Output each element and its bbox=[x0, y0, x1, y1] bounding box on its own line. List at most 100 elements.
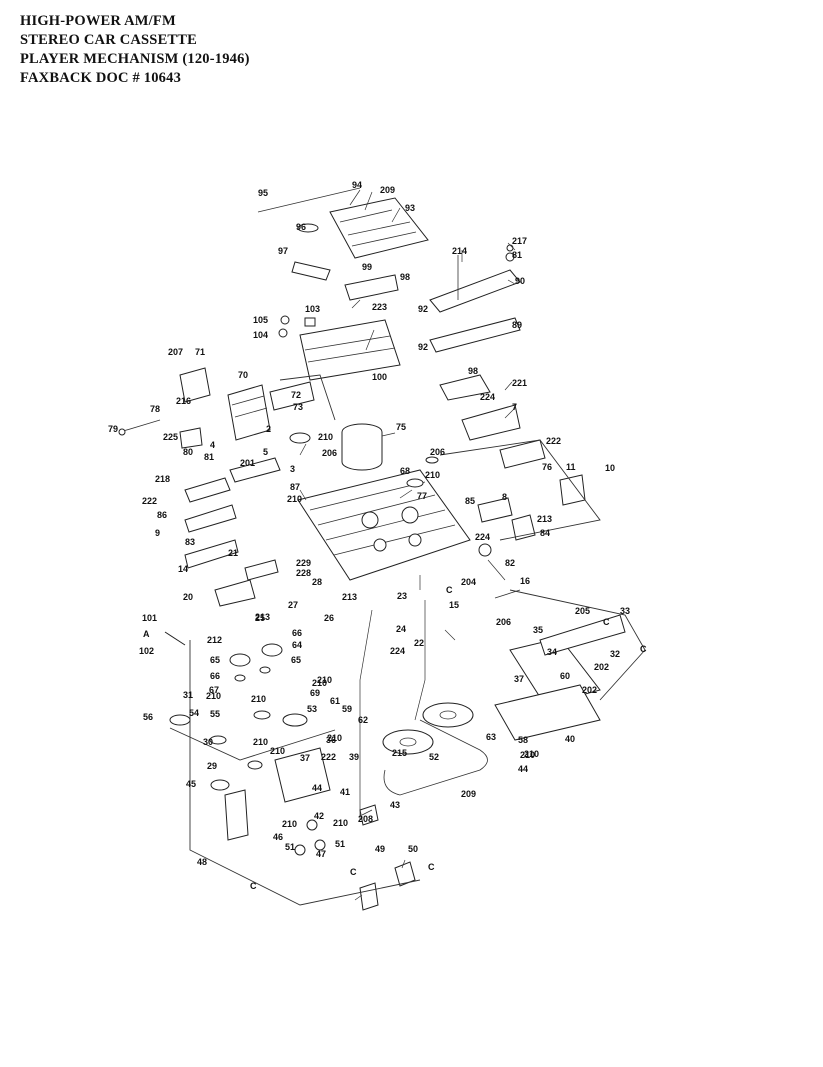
part-callout-64: 64 bbox=[292, 640, 302, 650]
part-53-gear bbox=[169, 714, 191, 726]
part-callout-27: 27 bbox=[288, 600, 298, 610]
upper-right-levers bbox=[429, 244, 521, 441]
part-callout-214: 214 bbox=[452, 246, 467, 256]
part-3-gear bbox=[406, 478, 424, 488]
part-callout-93: 93 bbox=[405, 203, 415, 213]
part-callout-44: 44 bbox=[312, 783, 322, 793]
part-100-detail bbox=[304, 335, 396, 363]
part-10-motor-clip bbox=[559, 474, 586, 506]
leader-long-vertical bbox=[359, 609, 373, 820]
part-59-gear bbox=[282, 713, 308, 727]
part-callout-224: 224 bbox=[480, 392, 495, 402]
part-callout-97: 97 bbox=[278, 246, 288, 256]
part-callout-4: 4 bbox=[210, 440, 215, 450]
leaders-top bbox=[349, 189, 401, 223]
title-block: HIGH-POWER AM/FM STEREO CAR CASSETTE PLA… bbox=[20, 12, 250, 88]
part-callout-8: 8 bbox=[502, 492, 507, 502]
part-callout-215: 215 bbox=[392, 748, 407, 758]
part-callout-31: 31 bbox=[183, 690, 193, 700]
part-callout-210: 210 bbox=[287, 494, 302, 504]
part-225-pin bbox=[118, 428, 126, 436]
part-14-roller bbox=[478, 543, 492, 557]
part-7-plate bbox=[461, 404, 521, 441]
part-callout-224: 224 bbox=[390, 646, 405, 656]
part-65-washer-right bbox=[259, 666, 271, 674]
part-83-lever bbox=[184, 504, 237, 533]
part-callout-C: C bbox=[446, 585, 453, 595]
part-210-gear-lower bbox=[247, 760, 263, 770]
part-callout-104: 104 bbox=[253, 330, 268, 340]
head-assembly bbox=[118, 367, 315, 449]
part-callout-49: 49 bbox=[375, 844, 385, 854]
part-27-bracket bbox=[214, 579, 256, 607]
part-callout-86: 86 bbox=[157, 510, 167, 520]
title-line-3: PLAYER MECHANISM (120-1946) bbox=[20, 51, 250, 67]
part-callout-95: 95 bbox=[258, 188, 268, 198]
part-95-wire bbox=[257, 187, 361, 213]
part-callout-73: 73 bbox=[293, 402, 303, 412]
part-70-detail bbox=[231, 395, 268, 418]
part-39-belt bbox=[383, 719, 488, 796]
part-callout-46: 46 bbox=[273, 832, 283, 842]
part-callout-92: 92 bbox=[418, 342, 428, 352]
part-callout-35: 35 bbox=[533, 625, 543, 635]
part-callout-210: 210 bbox=[253, 737, 268, 747]
part-98-bracket bbox=[439, 374, 491, 401]
part-100-plate bbox=[299, 319, 401, 381]
part-callout-100: 100 bbox=[372, 372, 387, 382]
part-callout-208: 208 bbox=[358, 814, 373, 824]
part-callout-92: 92 bbox=[418, 304, 428, 314]
part-callout-C: C bbox=[603, 617, 610, 627]
part-callout-81: 81 bbox=[204, 452, 214, 462]
part-callout-206: 206 bbox=[322, 448, 337, 458]
part-37-pulley-upper bbox=[422, 702, 474, 728]
part-callout-229: 229 bbox=[296, 558, 311, 568]
part-callout-98: 98 bbox=[400, 272, 410, 282]
leaders-mid bbox=[381, 381, 516, 437]
part-callout-99: 99 bbox=[362, 262, 372, 272]
part-96-ring bbox=[297, 223, 319, 233]
part-callout-217: 217 bbox=[512, 236, 527, 246]
part-callout-83: 83 bbox=[185, 537, 195, 547]
part-callout-77: 77 bbox=[417, 491, 427, 501]
part-93-detail bbox=[339, 209, 417, 247]
part-callout-101: 101 bbox=[142, 613, 157, 623]
chassis-flywheel-right bbox=[401, 506, 419, 524]
part-callout-76: 76 bbox=[542, 462, 552, 472]
part-callout-228: 228 bbox=[296, 568, 311, 578]
part-97-lever bbox=[291, 261, 331, 281]
part-callout-79: 79 bbox=[108, 424, 118, 434]
part-callout-212: 212 bbox=[207, 635, 222, 645]
part-callout-210: 210 bbox=[520, 750, 535, 760]
part-callout-102: 102 bbox=[139, 646, 154, 656]
part-71-head-plate bbox=[179, 367, 211, 403]
part-callout-16: 16 bbox=[520, 576, 530, 586]
part-callout-205: 205 bbox=[575, 606, 590, 616]
part-44-gear bbox=[306, 819, 318, 831]
part-56-gear bbox=[253, 710, 271, 720]
frame-gear-left bbox=[169, 727, 336, 761]
part-callout-44: 44 bbox=[518, 764, 528, 774]
part-callout-59: 59 bbox=[342, 704, 352, 714]
top-cover-assembly bbox=[257, 187, 429, 381]
part-callout-213: 213 bbox=[342, 592, 357, 602]
part-87-lever bbox=[184, 477, 231, 503]
right-side-parts bbox=[477, 439, 626, 741]
part-callout-62: 62 bbox=[358, 715, 368, 725]
part-callout-210: 210 bbox=[327, 733, 342, 743]
part-callout-75: 75 bbox=[396, 422, 406, 432]
part-callout-78: 78 bbox=[150, 404, 160, 414]
part-callout-34: 34 bbox=[547, 647, 557, 657]
part-callout-202: 202 bbox=[582, 685, 597, 695]
leaders-plate bbox=[351, 299, 375, 351]
part-callout-9: 9 bbox=[155, 528, 160, 538]
part-79-spring bbox=[119, 419, 161, 433]
part-callout-89: 89 bbox=[512, 320, 522, 330]
part-callout-52: 52 bbox=[429, 752, 439, 762]
part-callout-28: 28 bbox=[312, 577, 322, 587]
part-callout-81: 81 bbox=[512, 250, 522, 260]
part-callout-55: 55 bbox=[210, 709, 220, 719]
part-42-gear bbox=[294, 844, 306, 856]
